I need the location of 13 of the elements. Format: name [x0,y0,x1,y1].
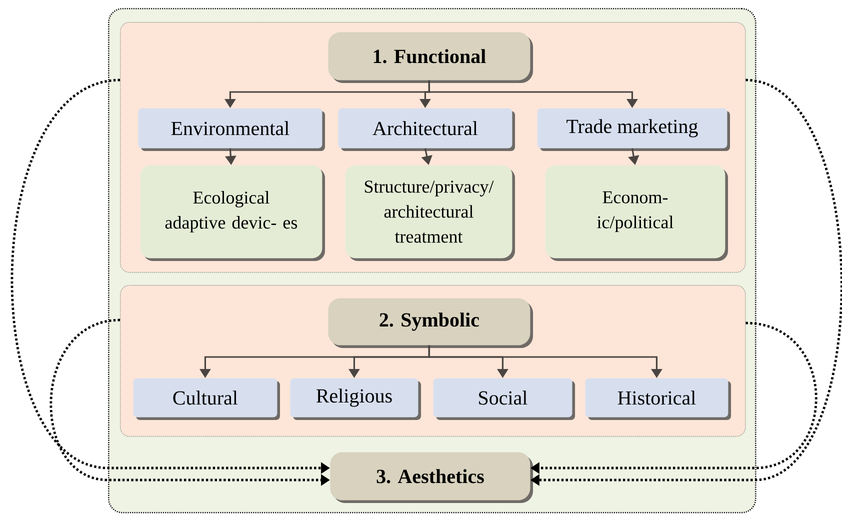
category-box: Cultural [133,378,280,420]
category-box: Social [433,378,575,420]
category-box: Architectural [338,108,515,151]
category-box: Historical [585,378,731,420]
category-box: Trade marketing [537,108,730,151]
detail-box: Econom- ic/political [545,165,728,261]
category-box: Religious [290,378,421,420]
detail-box: Structure/privacy/ architectural treatment [345,165,515,261]
category-box: Environmental [138,108,325,151]
heading-box: 2. Symbolic [328,298,533,348]
heading-box: 3. Aesthetics [330,452,533,503]
heading-box: 1. Functional [328,32,533,83]
detail-box: Ecological adaptive devic- es [140,165,325,261]
